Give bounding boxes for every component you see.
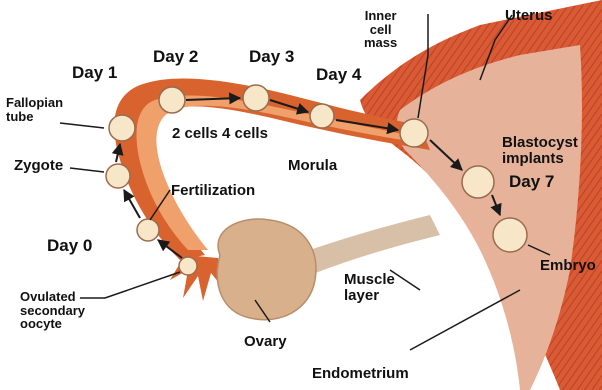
label-embryo: Embryo (540, 258, 596, 274)
label-ovary: Ovary (244, 334, 287, 350)
label-day3: Day 3 (249, 48, 294, 66)
two-cell-stage (159, 87, 185, 113)
label-day0: Day 0 (47, 237, 92, 255)
label-fertilization: Fertilization (171, 183, 255, 199)
label-inner-cell-mass: Inner cell mass (364, 9, 397, 50)
label-zygote: Zygote (14, 158, 63, 174)
label-day2: Day 2 (153, 48, 198, 66)
fertilization-cell (137, 219, 159, 241)
label-morula: Morula (288, 158, 337, 174)
label-muscle-layer: Muscle layer (344, 272, 395, 304)
embryo-cell (493, 218, 527, 252)
oocyte-cell (179, 257, 197, 275)
label-uterus: Uterus (505, 8, 553, 24)
label-blastocyst-implants: Blastocyst implants (502, 135, 578, 167)
label-fallopian-tube: Fallopian tube (6, 96, 63, 123)
ovary-shape (217, 219, 316, 320)
label-ovulated-oocyte: Ovulated secondary oocyte (20, 290, 85, 331)
morula-cell (310, 104, 334, 128)
blastocyst-implanting (462, 166, 494, 198)
label-day4: Day 4 (316, 66, 361, 84)
day1-cell (109, 115, 135, 141)
label-cells: 2 cells 4 cells (172, 126, 268, 142)
label-day1: Day 1 (72, 64, 117, 82)
label-endometrium: Endometrium (312, 366, 409, 382)
zygote-cell (106, 164, 130, 188)
four-cell-stage (243, 85, 269, 111)
label-day7: Day 7 (509, 173, 554, 191)
blastocyst-day4 (400, 119, 428, 147)
